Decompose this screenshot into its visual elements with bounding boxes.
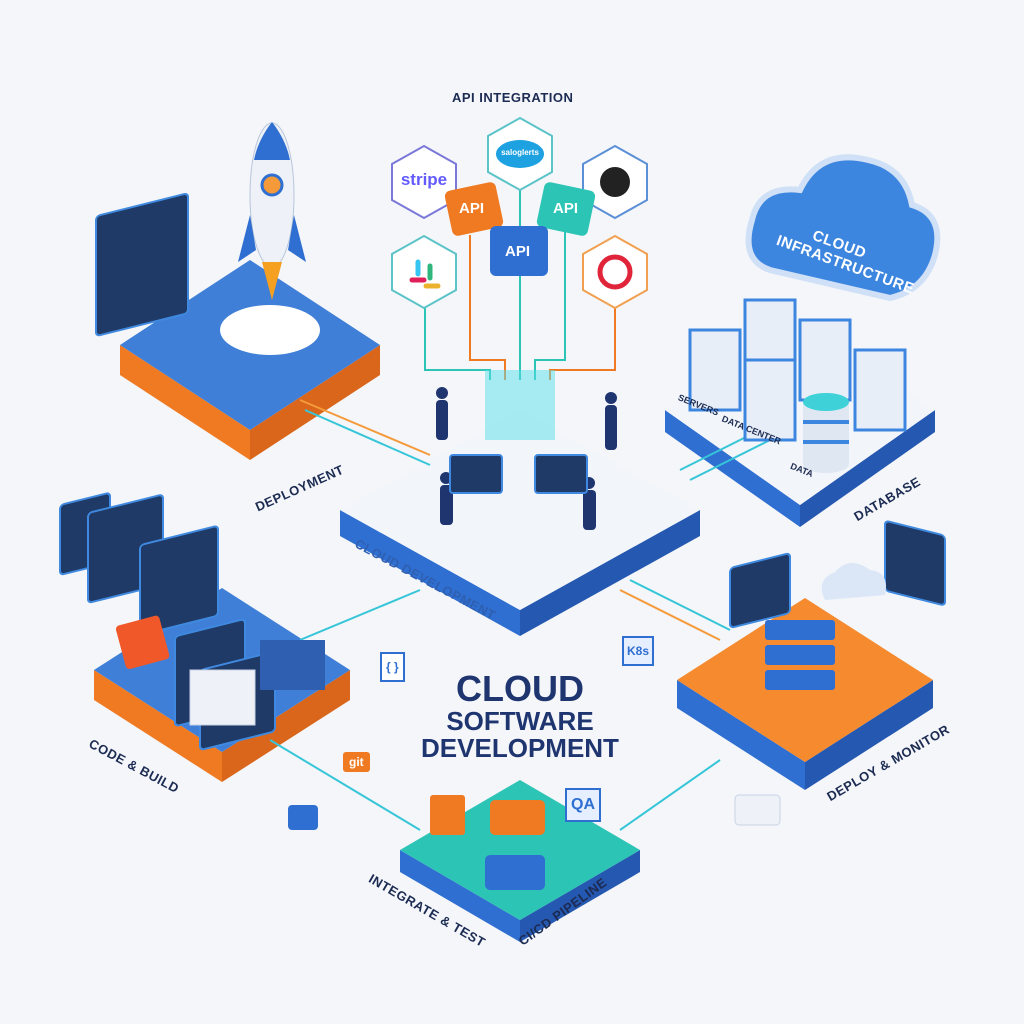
- salesforce-label: saloglerts: [501, 148, 539, 157]
- server-rack: [798, 318, 852, 402]
- twilio-icon: [597, 254, 633, 290]
- cloud-upload-icon: [821, 562, 886, 600]
- server-rack: [688, 328, 742, 412]
- main-title-line3: DEVELOPMENT: [421, 733, 619, 764]
- qa-badge: QA: [565, 788, 601, 822]
- device-box: [734, 794, 781, 826]
- cloud-development-platform: [340, 410, 700, 636]
- stripe-logo: stripe: [400, 170, 448, 189]
- api-label-blue: API: [505, 243, 531, 260]
- main-title: CLOUD SOFTWARE DEVELOPMENT: [395, 670, 645, 762]
- github-icon: [600, 167, 630, 197]
- server-rack: [743, 358, 797, 442]
- git-badge: git: [343, 752, 370, 772]
- puzzle-orange: [490, 800, 545, 835]
- device-icon: [288, 805, 318, 830]
- api-label-teal: API: [553, 200, 579, 217]
- api-puzzle-teal: [536, 182, 596, 236]
- hologram-glow: [485, 370, 555, 440]
- puzzle-blue: [485, 855, 545, 890]
- cloud-infrastructure-icon: [745, 154, 941, 302]
- api-puzzle-blue: [490, 226, 548, 276]
- server-stack: [765, 620, 835, 690]
- rocket-icon: [220, 122, 320, 355]
- database-cylinder: [803, 393, 849, 473]
- container-white: [189, 669, 256, 726]
- api-integration-title: API INTEGRATION: [452, 90, 574, 105]
- integration-icon: [430, 795, 465, 835]
- main-title-line1: CLOUD: [456, 668, 584, 709]
- salesforce-logo: [496, 140, 544, 168]
- server-rack: [853, 348, 907, 432]
- api-label-orange: API: [459, 200, 485, 217]
- git-icon: [115, 615, 170, 670]
- braces-icon: { }: [380, 652, 405, 682]
- slack-icon: [409, 259, 441, 289]
- monitors: [449, 454, 588, 494]
- main-title-line2: SOFTWARE: [446, 705, 594, 736]
- container-blue: [260, 640, 325, 690]
- server-racks: [688, 298, 907, 442]
- k8s-badge: K8s: [622, 636, 655, 666]
- api-puzzle-orange: [444, 182, 504, 236]
